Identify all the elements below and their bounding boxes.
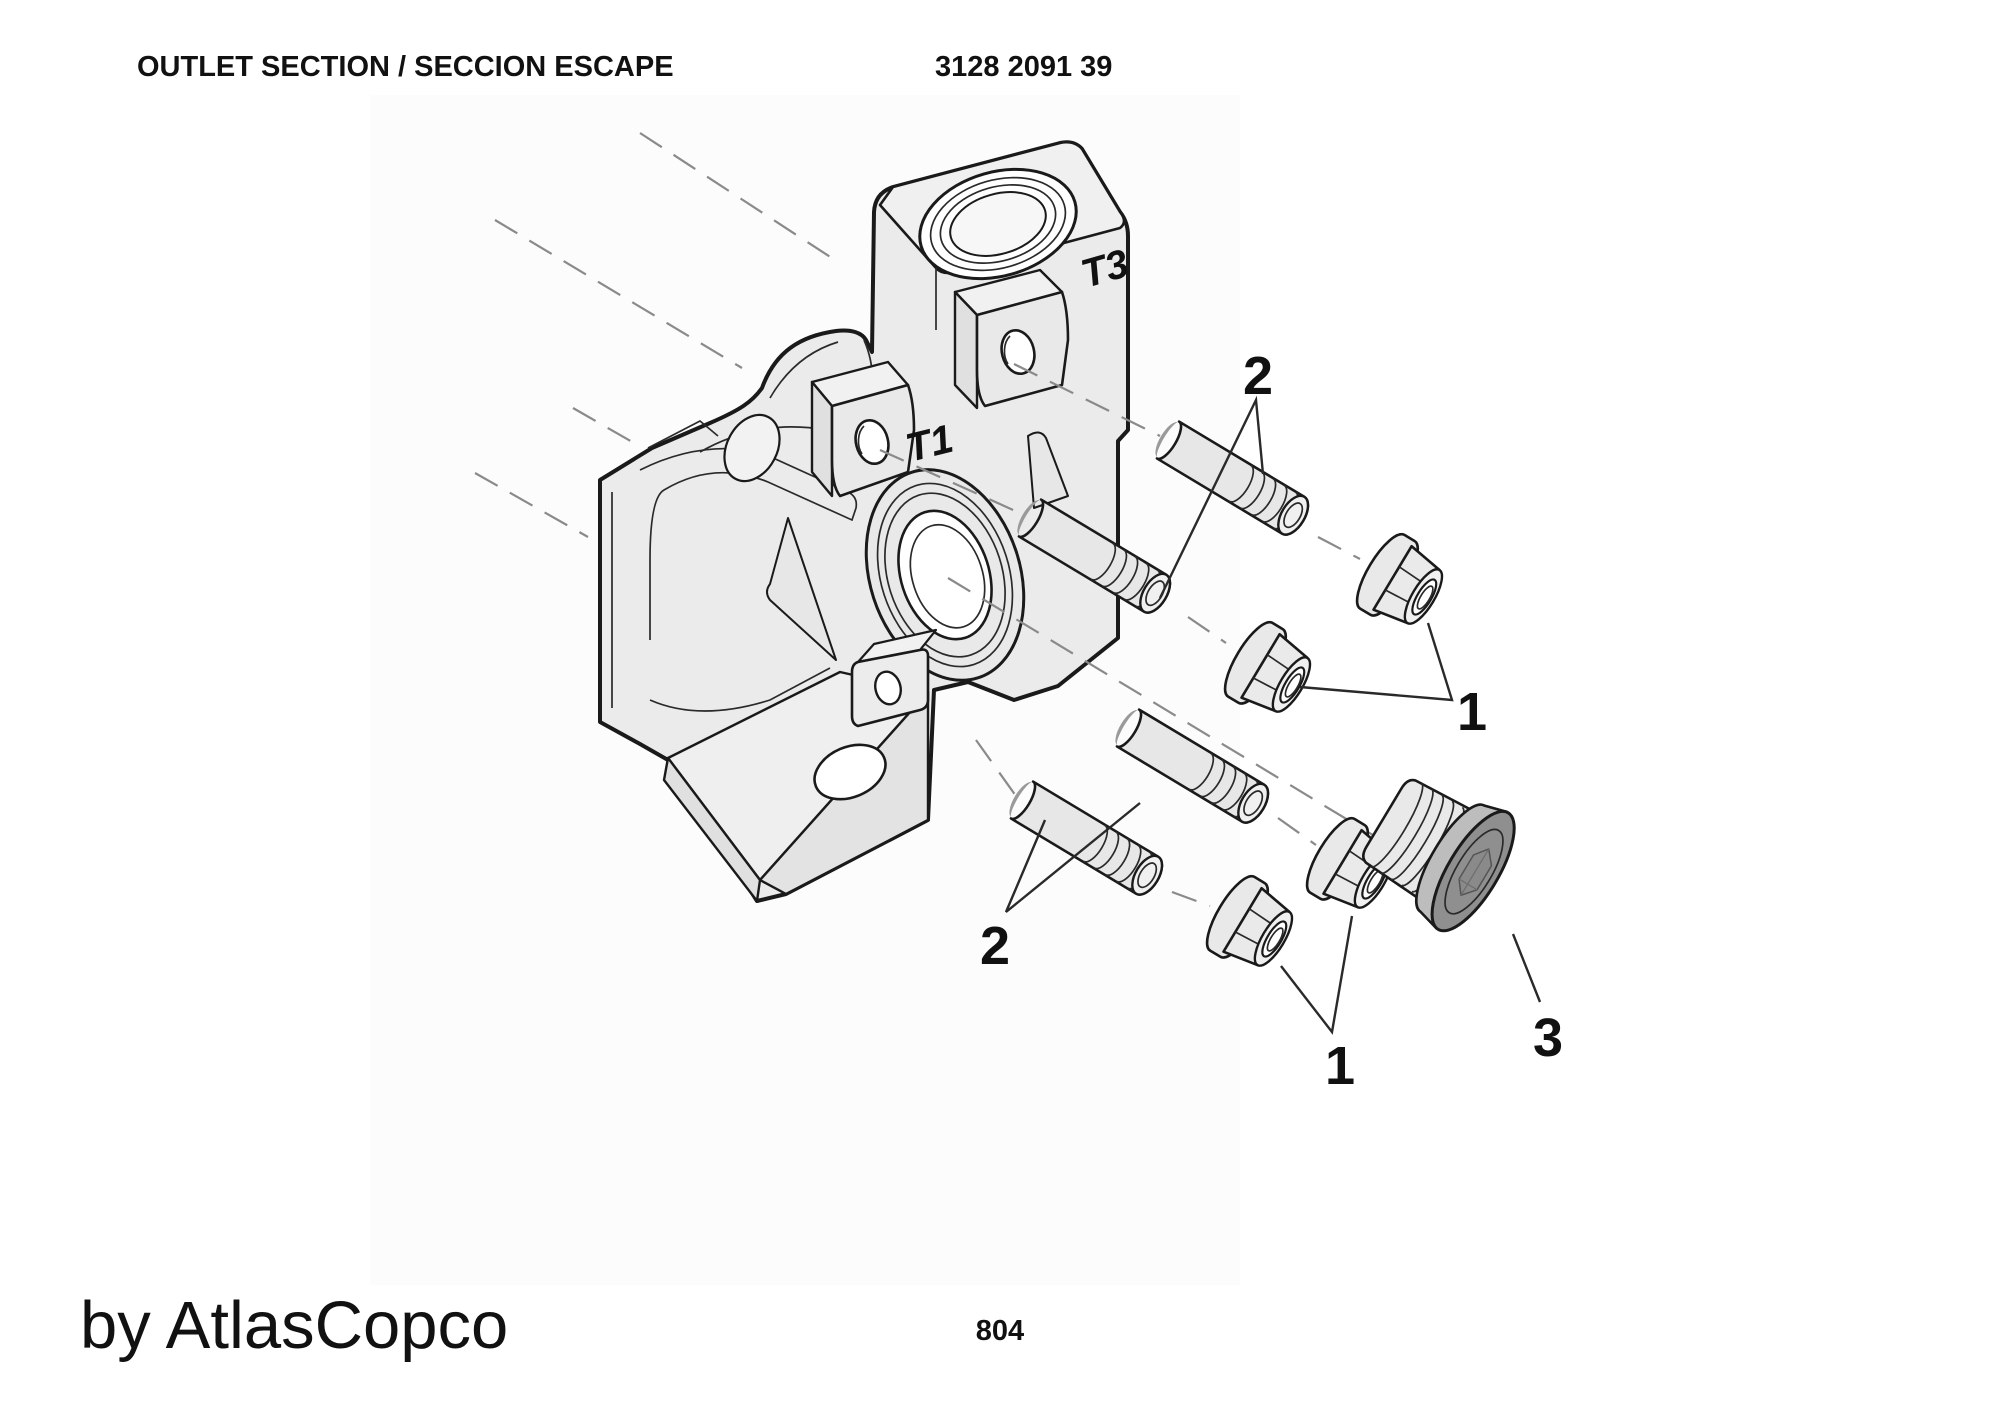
- dashed-line-3: [572, 407, 642, 448]
- callouts: 2 1 2 1 3: [980, 346, 1563, 1096]
- hardware: [1002, 416, 1516, 983]
- callout-studs-top: 2: [1243, 346, 1273, 406]
- foot-left-face: [662, 756, 762, 903]
- boss-hole-shadow: [1003, 335, 1011, 365]
- gasket-channel-lower: [649, 667, 831, 712]
- leader-studs-bottom: [1004, 802, 1141, 913]
- dashed-line-2: [494, 219, 743, 369]
- axis-stud3-nutD: [1277, 817, 1317, 846]
- axis-stud2-nutB: [1187, 616, 1227, 644]
- plug-thread-body: [1362, 778, 1481, 905]
- brand-text: by AtlasCopco: [80, 1288, 508, 1363]
- foot-hole: [813, 743, 887, 801]
- bore-thread-1: [929, 176, 1067, 272]
- axis-boss3-stud4: [975, 739, 1017, 797]
- flange-nut-a: [1346, 526, 1457, 641]
- part-number: 3128 2091 39: [935, 51, 1112, 83]
- left-triangle-groove: [766, 517, 837, 661]
- boss-hole-shadow: [857, 425, 865, 455]
- boss-hole: [874, 670, 902, 706]
- boss-side-face: [810, 380, 834, 498]
- port-bore-inner: [909, 523, 986, 629]
- leader-studs-top: [1158, 395, 1265, 599]
- gasket-channel-upper: [639, 447, 858, 640]
- boss-side-face: [953, 290, 979, 410]
- lower-square-boss: [850, 628, 938, 728]
- t3-threaded-bore: [918, 167, 1078, 281]
- top-left-step: [647, 419, 719, 449]
- port-ring-2: [884, 492, 1006, 658]
- axis-stud4-nutC: [1171, 890, 1211, 908]
- oval-recess: [723, 413, 781, 483]
- boss-hole: [1000, 329, 1036, 375]
- upper-square-boss: [953, 268, 1070, 410]
- plug-face-inner: [1444, 828, 1504, 915]
- leader-nuts-bottom: [1280, 915, 1354, 1035]
- page-title: OUTLET SECTION / SECCION ESCAPE: [137, 51, 674, 83]
- port-ring-1: [876, 482, 1014, 668]
- t1-square-boss: [810, 360, 916, 498]
- leader-plug: [1511, 933, 1542, 1003]
- outlet-housing: T3 T1: [598, 140, 1133, 903]
- bore-inner: [949, 191, 1047, 257]
- axis-boss1-stud1: [1013, 363, 1161, 437]
- leader-nuts-top: [1299, 622, 1454, 702]
- plug-hex-socket-edges: [1458, 848, 1490, 896]
- axis-boss2-stud2: [879, 448, 1023, 516]
- port-label-t1: T1: [902, 417, 958, 471]
- right-triangle-groove: [1027, 431, 1069, 509]
- saddle-curve: [769, 341, 839, 399]
- boss-hole: [854, 419, 890, 465]
- centerlines: [474, 132, 1387, 908]
- axis-port-plug: [947, 577, 1387, 844]
- axis-stud1-nutA: [1317, 536, 1361, 560]
- page-number: 804: [976, 1315, 1024, 1347]
- callout-nuts-bottom: 1: [1325, 1036, 1355, 1096]
- main-outlet-port: [864, 468, 1026, 682]
- dashed-line-4: [474, 472, 589, 538]
- bore-thread-2: [939, 184, 1057, 264]
- hex-socket-plug: [1362, 778, 1516, 933]
- plug-threads: [1370, 782, 1465, 893]
- callout-plug: 3: [1533, 1008, 1563, 1068]
- callout-studs-bottom: 2: [980, 916, 1010, 976]
- callout-nuts-top: 1: [1457, 682, 1487, 742]
